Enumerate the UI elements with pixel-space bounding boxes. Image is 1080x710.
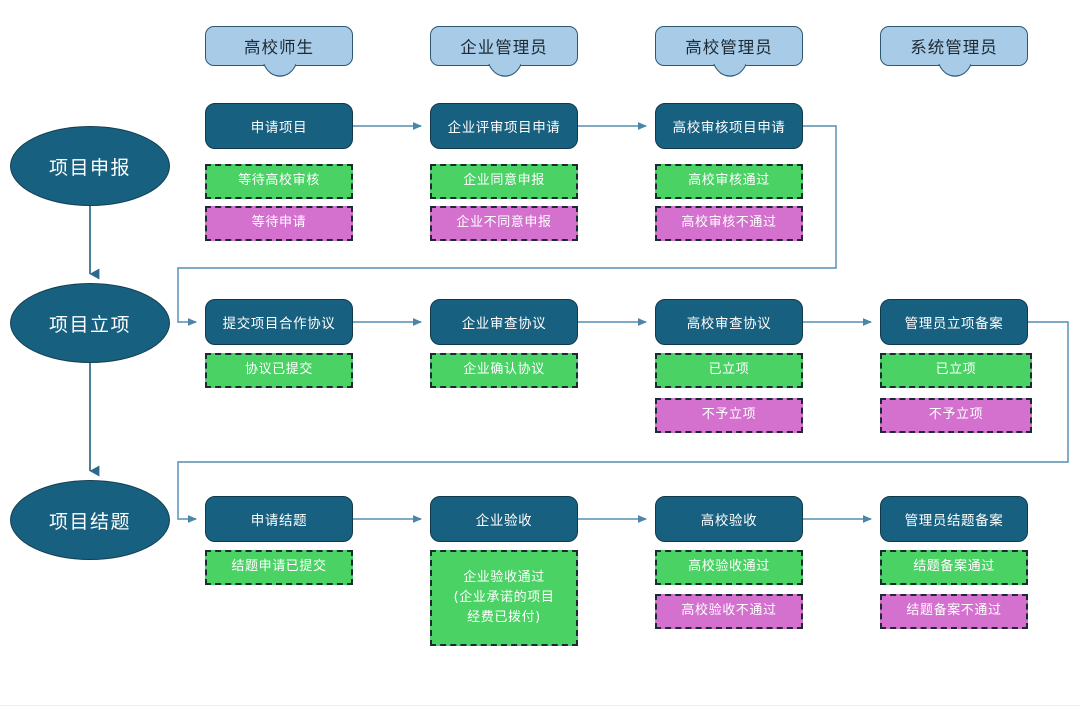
status-line: 企业不同意申报 bbox=[456, 215, 552, 231]
status-closure-record-pass[interactable]: 结题备案通过 bbox=[880, 550, 1028, 585]
step-submit-agreement[interactable]: 提交项目合作协议 bbox=[205, 299, 353, 345]
step-label: 申请项目 bbox=[250, 120, 308, 136]
role-header-enterprise-admin[interactable]: 企业管理员 bbox=[430, 26, 578, 66]
status-line: 高校审核不通过 bbox=[681, 215, 777, 231]
status-line: 等待申请 bbox=[251, 215, 307, 231]
step-label: 企业评审项目申请 bbox=[447, 120, 561, 136]
step-label: 高校审核项目申请 bbox=[672, 120, 786, 136]
status-line: 已立项 bbox=[708, 362, 750, 378]
status-school-approved[interactable]: 已立项 bbox=[655, 353, 803, 388]
role-label: 高校师生 bbox=[244, 38, 314, 57]
step-admin-record-approve[interactable]: 管理员立项备案 bbox=[880, 299, 1028, 345]
status-line: 企业确认协议 bbox=[463, 362, 545, 378]
role-header-school-admin[interactable]: 高校管理员 bbox=[655, 26, 803, 66]
step-label: 高校审查协议 bbox=[686, 316, 772, 332]
bubble-tail bbox=[937, 64, 971, 78]
status-closure-record-fail[interactable]: 结题备案不通过 bbox=[880, 594, 1028, 629]
status-line: (企业承诺的项目 bbox=[453, 589, 555, 605]
status-line: 结题申请已提交 bbox=[231, 559, 327, 575]
stage-node-close[interactable]: 项目结题 bbox=[10, 480, 170, 560]
status-enterprise-agree[interactable]: 企业同意申报 bbox=[430, 164, 578, 199]
footer-divider bbox=[0, 705, 1080, 706]
status-line: 高校验收通过 bbox=[688, 559, 770, 575]
status-school-review-fail[interactable]: 高校审核不通过 bbox=[655, 206, 803, 241]
step-label: 企业审查协议 bbox=[461, 316, 547, 332]
step-apply-closure[interactable]: 申请结题 bbox=[205, 496, 353, 542]
step-label: 高校验收 bbox=[700, 513, 758, 529]
step-label: 企业验收 bbox=[475, 513, 533, 529]
status-enterprise-disagree[interactable]: 企业不同意申报 bbox=[430, 206, 578, 241]
step-enterprise-review[interactable]: 企业评审项目申请 bbox=[430, 103, 578, 149]
step-label: 管理员立项备案 bbox=[904, 316, 1004, 332]
status-line: 企业同意申报 bbox=[463, 173, 545, 189]
step-school-check[interactable]: 高校审查协议 bbox=[655, 299, 803, 345]
stage-node-approve[interactable]: 项目立项 bbox=[10, 283, 170, 363]
step-label: 提交项目合作协议 bbox=[222, 316, 336, 332]
status-line: 高校审核通过 bbox=[688, 173, 770, 189]
status-enterprise-accept-pass[interactable]: 企业验收通过 (企业承诺的项目 经费已拨付) bbox=[430, 550, 578, 646]
role-header-teacher-student[interactable]: 高校师生 bbox=[205, 26, 353, 66]
status-school-rejected[interactable]: 不予立项 bbox=[655, 398, 803, 433]
step-enterprise-accept[interactable]: 企业验收 bbox=[430, 496, 578, 542]
status-admin-approved[interactable]: 已立项 bbox=[880, 353, 1032, 388]
role-header-system-admin[interactable]: 系统管理员 bbox=[880, 26, 1028, 66]
status-closure-submitted[interactable]: 结题申请已提交 bbox=[205, 550, 353, 585]
status-line: 企业验收通过 bbox=[463, 569, 545, 585]
role-label: 系统管理员 bbox=[910, 38, 998, 57]
stage-node-apply[interactable]: 项目申报 bbox=[10, 126, 170, 206]
status-line: 已立项 bbox=[935, 362, 977, 378]
status-wait-apply[interactable]: 等待申请 bbox=[205, 206, 353, 241]
bubble-tail bbox=[487, 64, 521, 78]
status-wait-school-review[interactable]: 等待高校审核 bbox=[205, 164, 353, 199]
step-apply-project[interactable]: 申请项目 bbox=[205, 103, 353, 149]
status-line: 协议已提交 bbox=[244, 362, 313, 378]
status-enterprise-confirm-agreement[interactable]: 企业确认协议 bbox=[430, 353, 578, 388]
role-label: 企业管理员 bbox=[460, 38, 548, 57]
step-enterprise-check[interactable]: 企业审查协议 bbox=[430, 299, 578, 345]
status-school-accept-fail[interactable]: 高校验收不通过 bbox=[655, 594, 803, 629]
status-school-review-pass[interactable]: 高校审核通过 bbox=[655, 164, 803, 199]
status-line: 结题备案不通过 bbox=[906, 603, 1002, 619]
step-label: 管理员结题备案 bbox=[904, 513, 1004, 529]
status-line: 高校验收不通过 bbox=[681, 603, 777, 619]
stage-label: 项目结题 bbox=[48, 510, 131, 533]
step-label: 申请结题 bbox=[250, 513, 308, 529]
stage-label: 项目立项 bbox=[48, 313, 131, 336]
status-line: 不予立项 bbox=[928, 407, 984, 423]
stage-label: 项目申报 bbox=[48, 156, 131, 179]
status-school-accept-pass[interactable]: 高校验收通过 bbox=[655, 550, 803, 585]
status-line: 等待高校审核 bbox=[238, 173, 320, 189]
status-line: 经费已拨付) bbox=[467, 610, 541, 626]
status-line: 结题备案通过 bbox=[913, 559, 995, 575]
status-agreement-submitted[interactable]: 协议已提交 bbox=[205, 353, 353, 388]
step-school-accept[interactable]: 高校验收 bbox=[655, 496, 803, 542]
status-line: 不予立项 bbox=[701, 407, 757, 423]
role-label: 高校管理员 bbox=[685, 38, 773, 57]
step-school-review[interactable]: 高校审核项目申请 bbox=[655, 103, 803, 149]
step-admin-record-closure[interactable]: 管理员结题备案 bbox=[880, 496, 1028, 542]
status-admin-rejected[interactable]: 不予立项 bbox=[880, 398, 1032, 433]
bubble-tail bbox=[262, 64, 296, 78]
bubble-tail bbox=[712, 64, 746, 78]
